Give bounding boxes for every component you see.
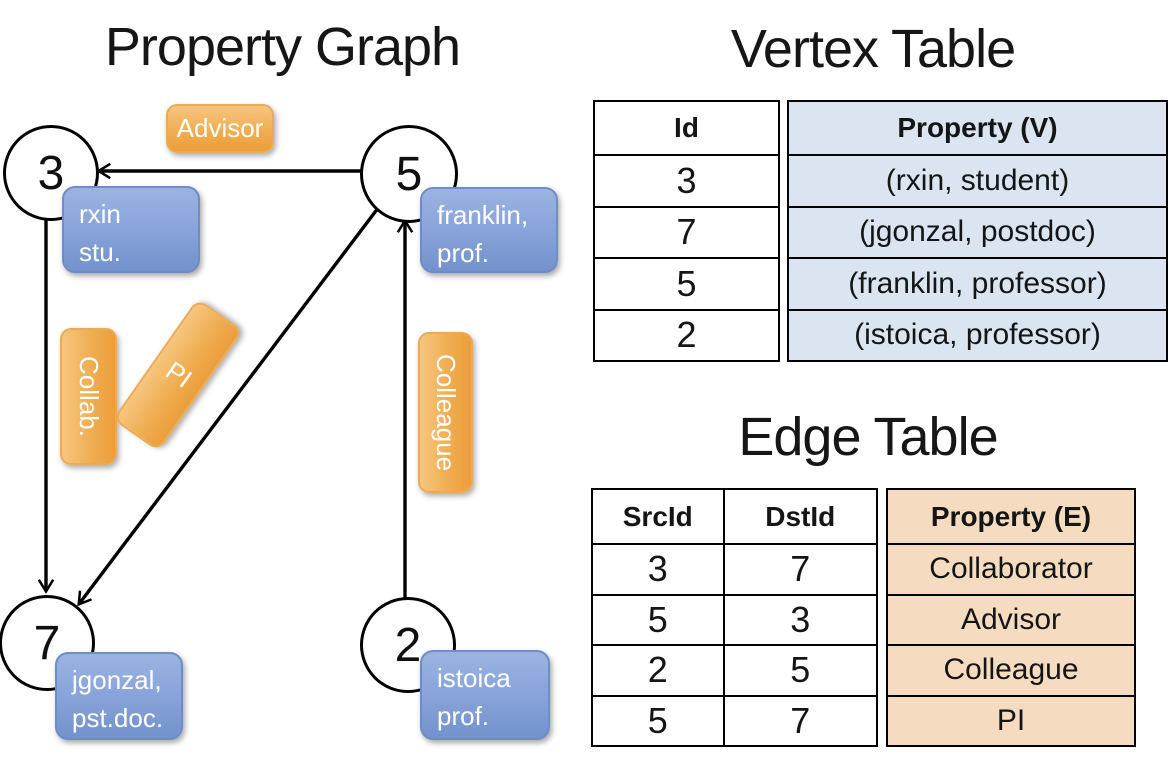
- vertex-property-line: pst.doc.: [72, 702, 164, 733]
- table-cell: 5: [593, 694, 723, 746]
- vertex-table: Id 3 7 5 2 Property (V) (rxin, student) …: [593, 100, 1168, 362]
- table-cell: 5: [595, 257, 778, 309]
- table-cell: 7: [595, 205, 778, 258]
- vertex-property-line: prof.: [437, 700, 490, 731]
- table-cell: 3: [593, 543, 723, 594]
- edge-label-text: PI: [159, 355, 197, 394]
- vertex-property-line: prof.: [437, 237, 490, 268]
- table-cell: (rxin, student): [789, 154, 1166, 206]
- vertex-property-line: istoica: [437, 663, 511, 693]
- table-cell: Collaborator: [888, 543, 1134, 594]
- edge-table: SrcId 3 5 2 5 DstId 7 3 5 7 Property (E)…: [591, 488, 1136, 747]
- property-graph-panel: Property Graph 3 5 7 2 rxi: [0, 0, 580, 760]
- table-cell: (franklin, professor): [789, 257, 1166, 309]
- vertex-property-box-istoica: istoica prof.: [420, 650, 550, 740]
- table-cell: PI: [888, 694, 1134, 745]
- table-cell: 3: [595, 154, 778, 206]
- table-cell: Advisor: [888, 593, 1134, 644]
- column-header: Id: [674, 112, 699, 143]
- edge-label-colleague: Colleague: [418, 332, 473, 493]
- column-header: SrcId: [622, 500, 693, 532]
- edge-label-text: Collab.: [74, 356, 104, 437]
- column-gap: [780, 100, 787, 362]
- node-label: 2: [394, 618, 422, 672]
- table-cell: 2: [593, 644, 723, 695]
- node-label: 3: [37, 146, 65, 200]
- vertex-property-box-rxin: rxin stu.: [62, 186, 200, 273]
- table-cell: 7: [724, 694, 876, 746]
- edge-srcid-column: SrcId 3 5 2 5: [593, 490, 723, 745]
- vertex-property-box-jgonzal: jgonzal, pst.doc.: [55, 652, 183, 740]
- edge-dstid-column: DstId 7 3 5 7: [722, 490, 876, 746]
- table-cell: 7: [724, 543, 876, 594]
- edge-pi-line: [77, 169, 408, 607]
- column-header: DstId: [765, 500, 836, 532]
- node-label: 5: [395, 147, 423, 201]
- edge-table-title: Edge Table: [738, 407, 998, 467]
- vertex-property-line: rxin: [79, 199, 121, 229]
- edge-id-columns: SrcId 3 5 2 5 DstId 7 3 5 7: [591, 488, 878, 747]
- vertex-id-column: Id 3 7 5 2: [593, 100, 780, 362]
- vertex-property-line: jgonzal,: [72, 665, 162, 695]
- table-cell: (istoica, professor): [789, 308, 1166, 360]
- edge-label-advisor: Advisor: [166, 104, 274, 153]
- vertex-table-title: Vertex Table: [730, 19, 1016, 79]
- vertex-property-line: stu.: [79, 236, 121, 267]
- table-cell: (jgonzal, postdoc): [789, 205, 1166, 257]
- column-header: Property (V): [789, 102, 1166, 154]
- edge-label-collab: Collab.: [60, 328, 117, 465]
- graph-edges-layer: [37, 162, 414, 640]
- table-cell: 2: [595, 308, 778, 361]
- table-cell: 5: [724, 644, 876, 695]
- edge-label-text: Colleague: [431, 353, 461, 472]
- edge-property-column: Property (E) Collaborator Advisor Collea…: [886, 488, 1136, 747]
- graph-node-2: 2: [360, 597, 456, 693]
- column-header: Property (E): [888, 490, 1134, 543]
- column-gap: [878, 488, 886, 747]
- vertex-property-column: Property (V) (rxin, student) (jgonzal, p…: [787, 100, 1168, 362]
- table-cell: Colleague: [888, 644, 1134, 695]
- table-cell: 5: [593, 593, 723, 645]
- property-graph-title: Property Graph: [104, 17, 461, 77]
- vertex-property-box-franklin: franklin, prof.: [420, 187, 558, 273]
- vertex-property-line: franklin,: [437, 200, 529, 230]
- table-cell: 3: [724, 593, 876, 645]
- edge-label-text: Advisor: [176, 113, 264, 143]
